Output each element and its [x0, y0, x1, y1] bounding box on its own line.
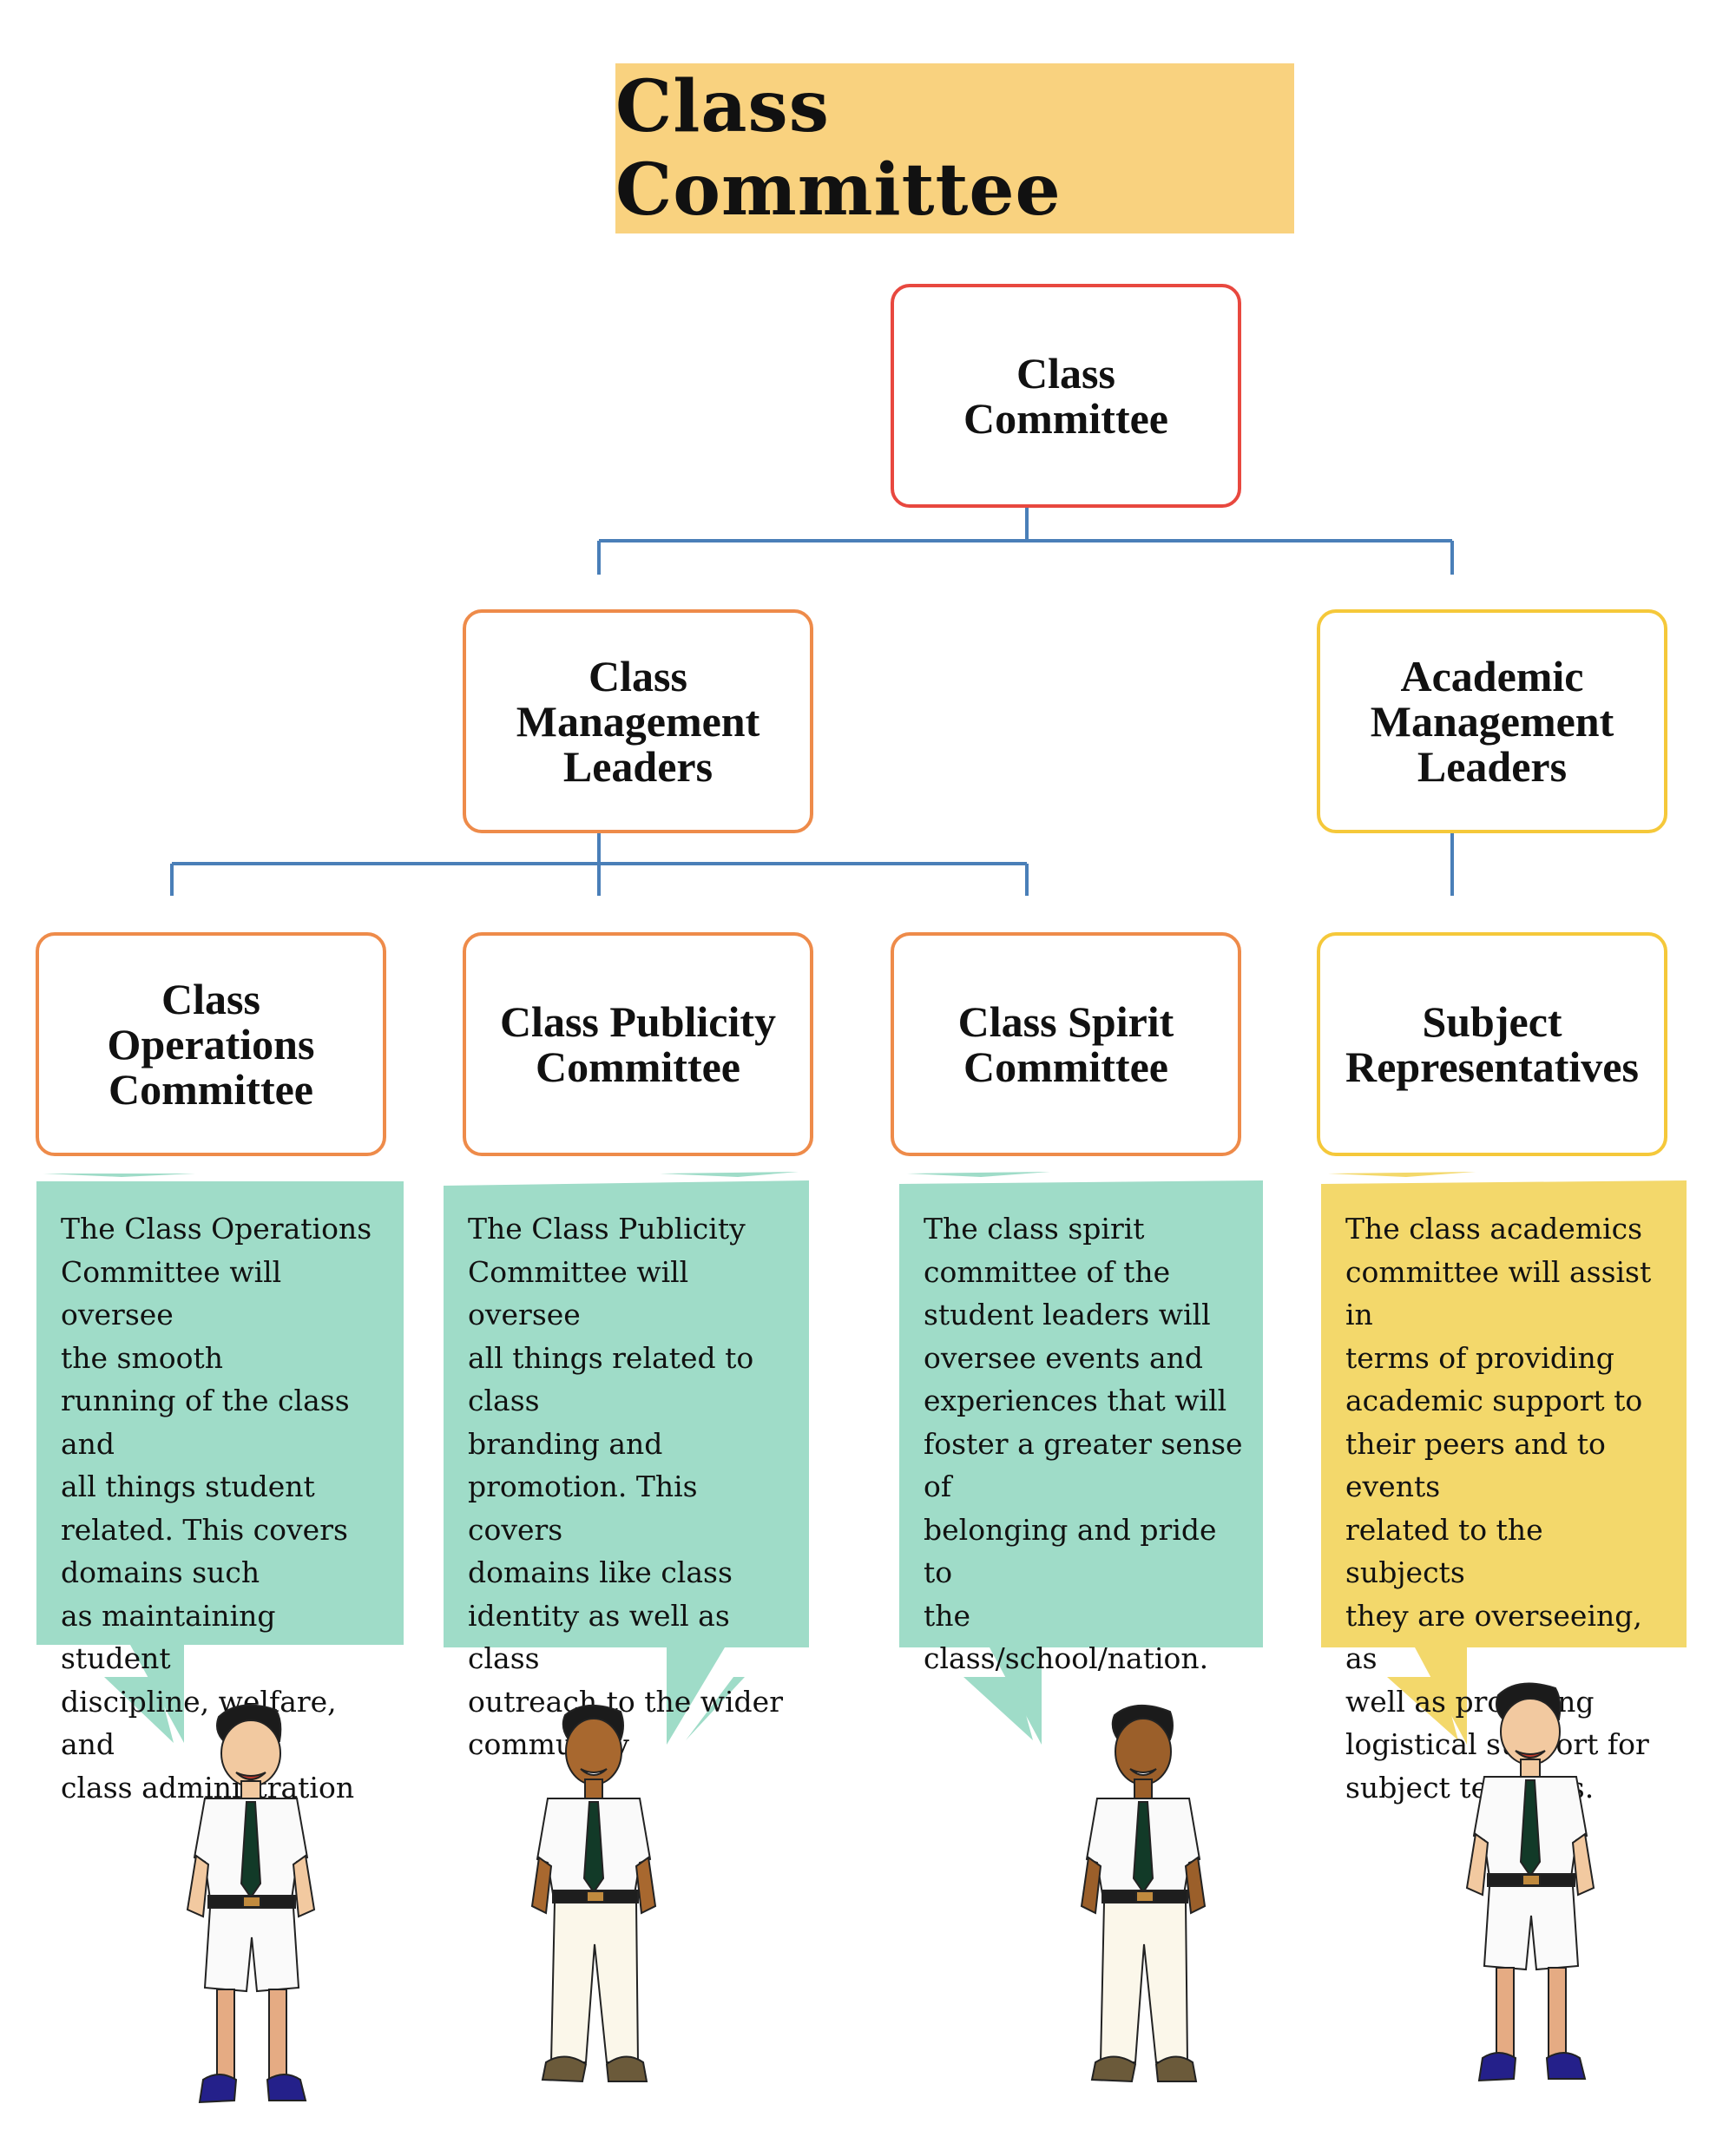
node-class-operations-committee: Class Operations Committee [36, 932, 386, 1156]
speech-bubble-academics-shape [1321, 1172, 1687, 1745]
speech-bubble-operations: The Class Operations Committee will over… [36, 1181, 404, 1805]
node-subject-representatives-label: Subject Representatives [1345, 997, 1639, 1091]
speech-bubble-publicity-shape [444, 1172, 809, 1745]
node-academic-management-leaders: Academic Management Leaders [1317, 609, 1667, 833]
student-trousers-dark-skin-icon [1080, 1704, 1207, 2083]
speech-bubble-academics: The class academics committee will assis… [1321, 1181, 1687, 1805]
operations-description: The Class Operations Committee will over… [61, 1212, 372, 1805]
node-class-spirit-committee-label: Class Spirit Committee [957, 997, 1174, 1091]
node-class-committee: Class Committee [891, 284, 1241, 508]
node-class-publicity-committee-label: Class Publicity Committee [499, 997, 777, 1091]
node-class-spirit-committee: Class Spirit Committee [891, 932, 1241, 1156]
student-shorts-light-skin-icon [186, 1704, 316, 2104]
speech-bubble-operations-shape [36, 1174, 404, 1743]
node-class-management-leaders-label: Class Management Leaders [516, 652, 760, 791]
student-trousers-dark-skin-icon [530, 1704, 657, 2083]
node-class-operations-committee-label: Class Operations Committee [107, 975, 315, 1114]
node-academic-management-leaders-label: Academic Management Leaders [1370, 652, 1614, 791]
publicity-description: The Class Publicity Committee will overs… [468, 1212, 783, 1761]
node-class-committee-label: Class Committee [963, 349, 1168, 443]
page-title: Class Committee [615, 65, 1062, 232]
speech-bubble-spirit-shape [899, 1172, 1263, 1745]
title-banner: Class Committee [615, 63, 1294, 233]
speech-bubble-publicity: The Class Publicity Committee will overs… [444, 1181, 809, 1761]
speech-bubble-spirit: The class spirit committee of the studen… [899, 1181, 1263, 1675]
node-subject-representatives: Subject Representatives [1317, 932, 1667, 1156]
node-class-publicity-committee: Class Publicity Committee [463, 932, 813, 1156]
spirit-description: The class spirit committee of the studen… [924, 1212, 1243, 1675]
student-shorts-light-skin-icon [1465, 1682, 1595, 2082]
node-class-management-leaders: Class Management Leaders [463, 609, 813, 833]
